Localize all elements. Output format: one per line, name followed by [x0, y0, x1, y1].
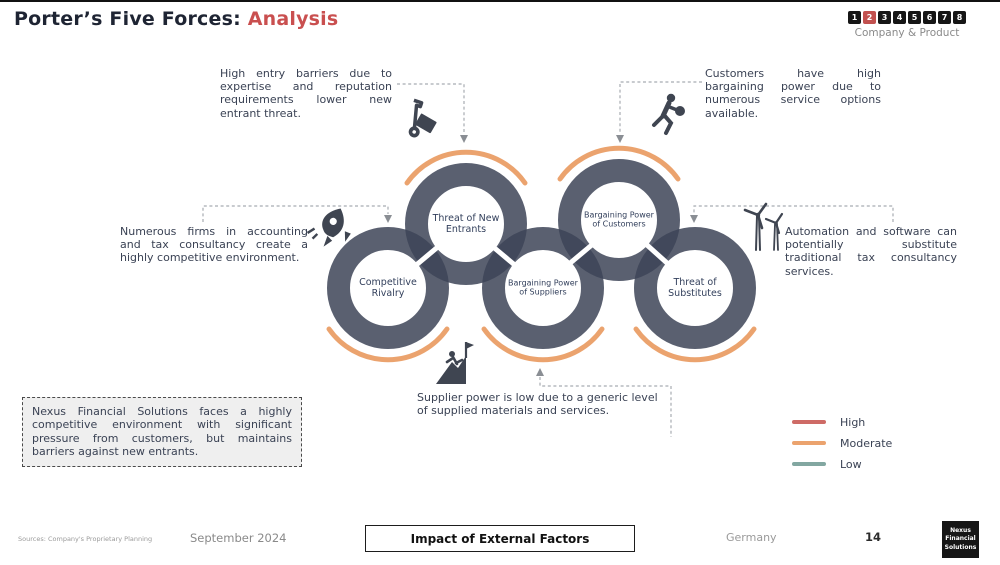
connector-suppliers — [539, 377, 672, 437]
mountain-climber-icon — [436, 342, 474, 384]
wind-turbine-icon — [743, 202, 784, 251]
running-person-icon — [652, 93, 685, 135]
intensity-legend: High Moderate Low — [792, 416, 892, 479]
footer-page-number: 14 — [865, 530, 882, 544]
diagram-icons — [306, 93, 784, 384]
legend-label-moderate: Moderate — [840, 437, 893, 450]
arc-rivalry-moderate — [326, 326, 450, 363]
hand-truck-icon — [408, 98, 437, 138]
legend-row-high: High — [792, 416, 892, 429]
annotation-substitutes: Automation and software can potentially … — [785, 225, 957, 278]
ring-cut — [644, 242, 670, 266]
pager-caption: Company & Product — [854, 27, 960, 39]
page-title: Porter’s Five Forces: Analysis — [14, 8, 338, 30]
pager-page-1[interactable]: 1 — [848, 11, 861, 24]
pager-page-3[interactable]: 3 — [878, 11, 891, 24]
intensity-arcs — [326, 145, 757, 363]
ring-cut — [567, 242, 595, 266]
insight-box: Nexus Financial Solutions faces a highly… — [22, 397, 302, 467]
arrow-down-rivalry — [384, 215, 392, 223]
ring-cut — [490, 244, 518, 268]
slide-pager: 1 2 3 4 5 6 7 8 — [848, 11, 966, 24]
arc-substitutes-moderate — [633, 326, 757, 363]
connector-arrowheads — [384, 135, 698, 376]
force-rings — [327, 159, 756, 349]
annotation-new-entrants: High entry barriers due to expertise and… — [220, 67, 392, 120]
legend-row-low: Low — [792, 458, 892, 471]
arc-customers-moderate — [557, 145, 681, 182]
force-label-competitive-rivalry: Competitive Rivalry — [359, 276, 417, 299]
pager-page-5[interactable]: 5 — [908, 11, 921, 24]
arrow-down-customers — [616, 135, 624, 143]
legend-label-high: High — [840, 416, 866, 429]
annotation-rivalry: Numerous firms in accounting and tax con… — [120, 225, 308, 265]
legend-swatch-low — [792, 462, 826, 466]
page-title-main: Porter’s Five Forces: — [14, 8, 241, 30]
legend-row-moderate: Moderate — [792, 437, 892, 450]
footer-sources: Sources: Company's Proprietary Planning — [18, 535, 153, 543]
connector-lines — [202, 81, 894, 437]
footer-date: September 2024 — [190, 531, 287, 545]
rocket-icon — [306, 208, 351, 247]
arrow-down-new-entrants — [460, 135, 468, 143]
pager-page-2-active[interactable]: 2 — [863, 11, 876, 24]
ring-cut — [413, 244, 441, 268]
annotation-suppliers: Supplier power is low due to a generic l… — [417, 391, 658, 418]
ring-bargaining-power-customers — [558, 159, 680, 281]
page-title-accent: Analysis — [240, 8, 339, 30]
arc-suppliers-moderate — [481, 326, 605, 363]
annotation-customers: Customers have high bargaining power due… — [705, 67, 881, 120]
ring-threat-of-substitutes — [634, 227, 756, 349]
footer-tagline: Impact of External Factors — [410, 531, 590, 546]
ring-interlock-cuts — [413, 242, 670, 268]
force-label-bargaining-power-customers: Bargaining Power of Customers — [584, 210, 654, 229]
ring-threat-of-new-entrants — [405, 163, 527, 285]
slide-top-border — [0, 0, 1000, 2]
connector-rivalry — [202, 205, 389, 222]
legend-label-low: Low — [840, 458, 862, 471]
company-logo: Nexus Financial Solutions — [942, 521, 979, 558]
pager-page-4[interactable]: 4 — [893, 11, 906, 24]
footer-tagline-box: Impact of External Factors — [365, 525, 635, 552]
pager-page-7[interactable]: 7 — [938, 11, 951, 24]
arrow-up-suppliers — [536, 368, 544, 376]
pager-page-8[interactable]: 8 — [953, 11, 966, 24]
arrow-down-substitutes — [690, 215, 698, 223]
company-logo-text: Nexus Financial Solutions — [944, 527, 977, 551]
ring-competitive-rivalry — [327, 227, 449, 349]
pager-page-6[interactable]: 6 — [923, 11, 936, 24]
connector-customers — [619, 81, 702, 134]
ring-bargaining-power-suppliers — [482, 227, 604, 349]
legend-swatch-high — [792, 420, 826, 424]
connector-substitutes — [693, 205, 894, 222]
arc-new-entrants-moderate — [404, 149, 528, 186]
force-label-bargaining-power-suppliers: Bargaining Power of Suppliers — [508, 278, 578, 297]
footer-region: Germany — [726, 531, 777, 544]
legend-swatch-moderate — [792, 441, 826, 445]
force-label-threat-of-substitutes: Threat of Substitutes — [668, 276, 722, 299]
force-label-threat-of-new-entrants: Threat of New Entrants — [432, 212, 500, 235]
